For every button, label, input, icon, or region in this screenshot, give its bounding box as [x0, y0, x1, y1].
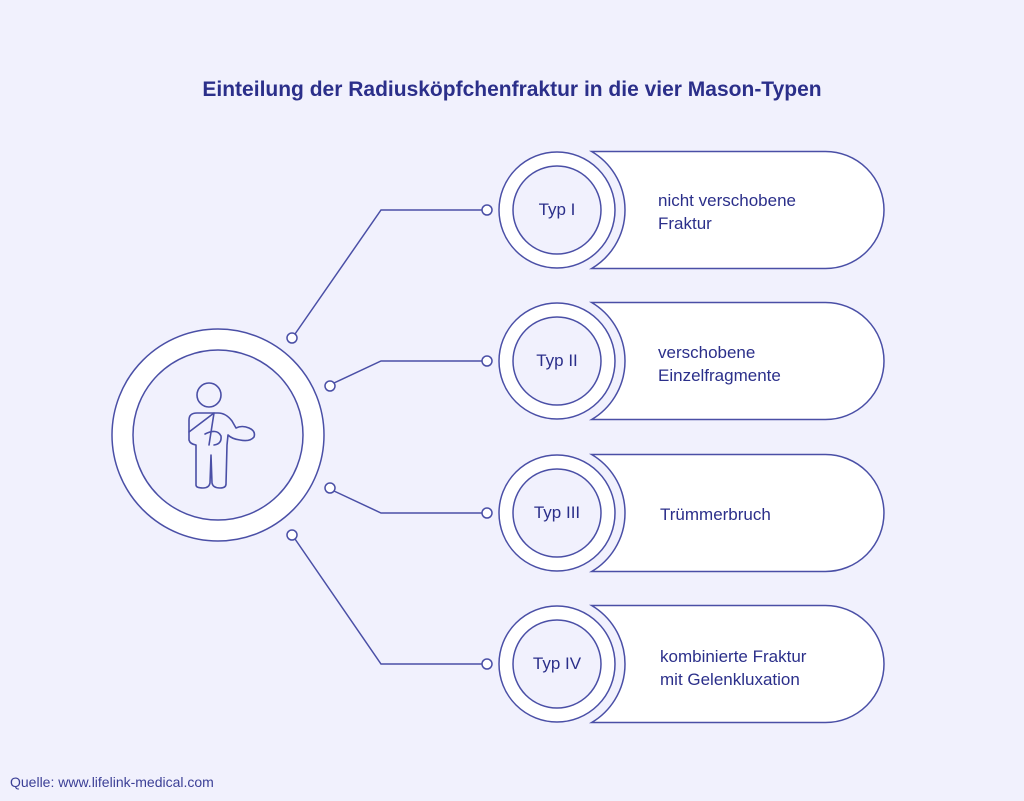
type-description-box — [588, 604, 885, 724]
type-label-3: Typ III — [533, 503, 581, 522]
description-line: Einzelfragmente — [658, 366, 781, 385]
type-description-box — [588, 150, 885, 270]
type-description-2: verschobene Einzelfragmente — [658, 341, 868, 387]
type-description-box — [588, 301, 885, 421]
description-line: kombinierte Fraktur — [660, 647, 807, 666]
page-title: Einteilung der Radiusköpfchenfraktur in … — [202, 78, 822, 101]
connector-dot — [324, 380, 336, 392]
type-inner-circle — [512, 468, 602, 558]
type-inner-circle — [512, 619, 602, 709]
connector-dot — [481, 355, 493, 367]
connector-typ-3 — [333, 490, 482, 514]
type-description-3: Trümmerbruch — [660, 503, 870, 526]
type-label-4: Typ IV — [532, 654, 582, 673]
connector-dot — [324, 482, 336, 494]
type-inner-circle — [512, 316, 602, 406]
description-line: Trümmerbruch — [660, 505, 771, 524]
person-with-arm-sling-icon — [188, 382, 256, 489]
connector-typ-4 — [294, 538, 482, 665]
description-line: verschobene — [658, 343, 756, 362]
type-description-4: kombinierte Fraktur mit Gelenkluxation — [660, 645, 870, 691]
connector-dot — [481, 507, 493, 519]
center-inner-circle — [132, 349, 304, 521]
description-line: nicht verschobene — [658, 191, 796, 210]
description-line: Fraktur — [658, 214, 712, 233]
description-line: mit Gelenkluxation — [660, 670, 800, 689]
type-label-2: Typ II — [536, 351, 578, 370]
source-credit: Quelle: www.lifelink-medical.com — [10, 774, 214, 790]
type-description-1: nicht verschobene Fraktur — [658, 189, 868, 235]
connector-dot — [481, 658, 493, 670]
connector-dot — [286, 529, 298, 541]
connector-typ-2 — [333, 360, 482, 384]
connector-dot — [286, 332, 298, 344]
type-inner-circle — [512, 165, 602, 255]
type-label-1: Typ I — [538, 200, 576, 219]
connector-dot — [481, 204, 493, 216]
type-description-box — [588, 453, 885, 573]
connector-typ-1 — [294, 209, 482, 335]
